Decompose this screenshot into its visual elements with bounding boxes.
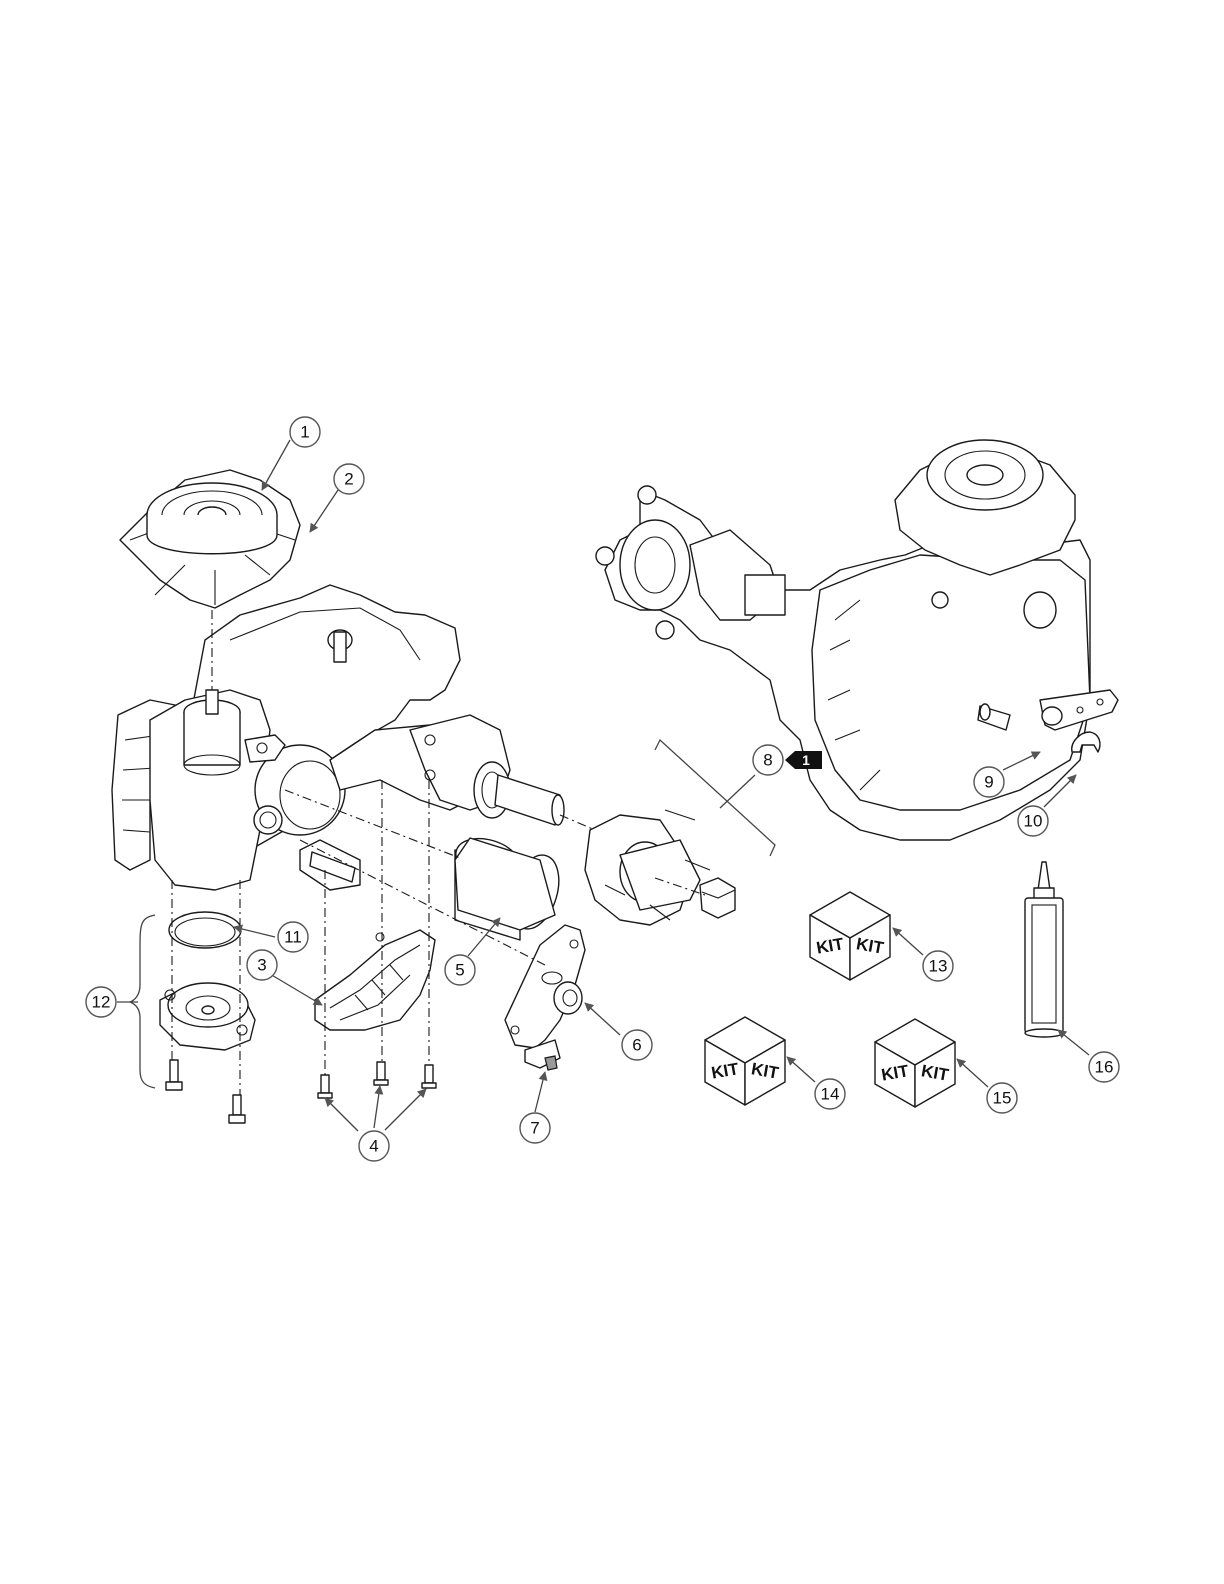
- cover-bolts: [166, 1060, 245, 1123]
- svg-text:5: 5: [455, 961, 464, 980]
- svg-text:15: 15: [993, 1089, 1012, 1108]
- callout-6: 6: [622, 1030, 652, 1060]
- svg-text:8: 8: [763, 751, 772, 770]
- svg-text:1: 1: [802, 752, 810, 768]
- svg-text:3: 3: [257, 956, 266, 975]
- svg-text:12: 12: [92, 993, 111, 1012]
- wheel-hub: [585, 810, 735, 925]
- kit-box-13: KIT KIT: [810, 892, 890, 980]
- callout-13: 13: [923, 951, 953, 981]
- callout-5: 5: [445, 955, 475, 985]
- kit-box-14: KIT KIT: [705, 1017, 785, 1105]
- callout-1: 1: [290, 417, 320, 447]
- callout-4: 4: [359, 1131, 389, 1161]
- svg-text:2: 2: [344, 470, 353, 489]
- bearing-sleeve: [451, 831, 568, 940]
- callout-16: 16: [1089, 1052, 1119, 1082]
- callout-8: 8: [753, 745, 783, 775]
- svg-text:11: 11: [284, 928, 302, 947]
- svg-text:13: 13: [929, 957, 948, 976]
- svg-text:16: 16: [1095, 1058, 1114, 1077]
- svg-text:4: 4: [369, 1137, 378, 1156]
- sealant-tube: [1025, 862, 1063, 1037]
- guard-plate: [315, 930, 435, 1030]
- filter-cover: [160, 983, 255, 1050]
- callout-15: 15: [987, 1083, 1017, 1113]
- reference-tag: 1: [785, 751, 822, 769]
- svg-text:1: 1: [300, 423, 309, 442]
- svg-text:9: 9: [984, 773, 993, 792]
- svg-text:14: 14: [821, 1085, 840, 1104]
- callout-9: 9: [974, 767, 1004, 797]
- callout-2: 2: [334, 464, 364, 494]
- guard-screws: [318, 1062, 436, 1098]
- callout-14: 14: [815, 1079, 845, 1109]
- svg-text:6: 6: [632, 1036, 641, 1055]
- transaxle-assembled-right: [596, 440, 1090, 840]
- callout-3: 3: [247, 950, 277, 980]
- svg-text:10: 10: [1024, 812, 1043, 831]
- callout-7: 7: [520, 1113, 550, 1143]
- kit-box-15: KIT KIT: [875, 1019, 955, 1107]
- o-ring: [169, 912, 241, 948]
- idler-bracket: [505, 925, 585, 1070]
- pulley-and-fan: [120, 470, 300, 608]
- callout-11: 11: [278, 922, 308, 952]
- svg-text:7: 7: [530, 1119, 539, 1138]
- callout-12: 12: [86, 987, 116, 1017]
- callout-10: 10: [1018, 806, 1048, 836]
